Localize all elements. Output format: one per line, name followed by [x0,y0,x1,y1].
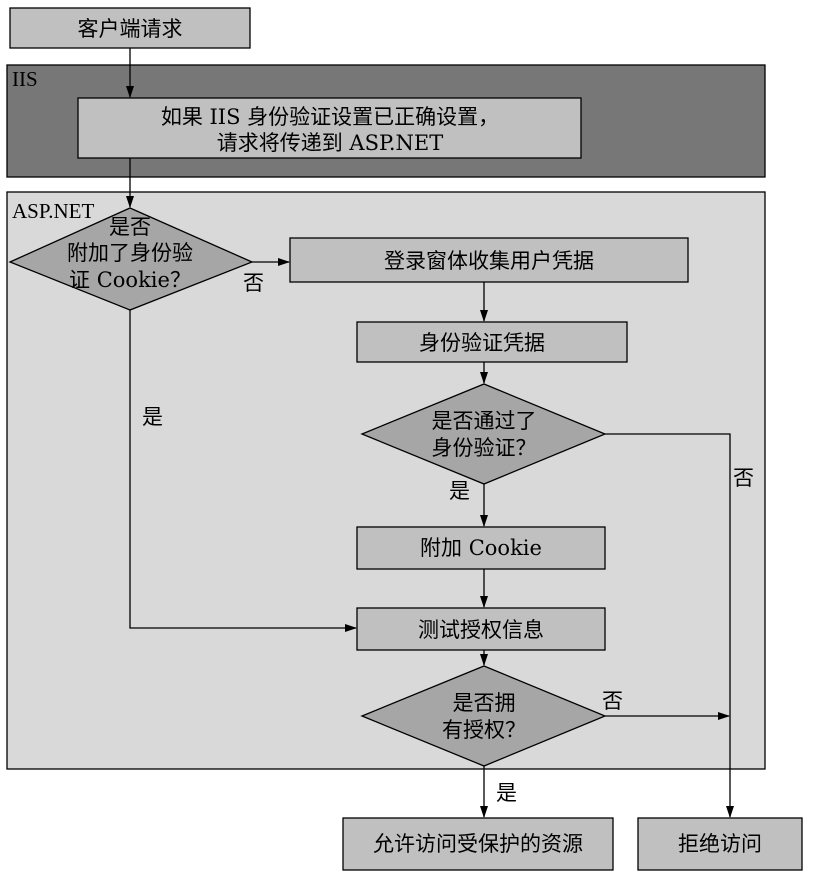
test-authorization-label: 测试授权信息 [418,618,544,642]
cookie-decision-label-2: 附加了身份验 [67,241,193,265]
deny-access-label: 拒绝访问 [678,832,762,856]
authorization-decision-label-2: 有授权？ [442,718,526,742]
auth-decision-label-1: 是否通过了 [432,409,537,433]
edge-label-authorization-yes: 是 [496,781,517,805]
cookie-decision-label-3: 证 Cookie？ [69,268,191,292]
aspnet-frame-label: ASP.NET [12,199,94,223]
iis-check-label-1: 如果 IIS 身份验证设置已正确设置， [161,105,499,129]
edge-label-cookie-yes: 是 [142,405,163,429]
authorization-decision-label-1: 是否拥 [453,691,516,715]
client-request-box [9,7,251,49]
login-form-label: 登录窗体收集用户凭据 [384,249,594,273]
edge-label-authorization-no: 否 [602,689,623,713]
auth-credentials-box [356,321,628,363]
attach-cookie-label: 附加 Cookie [420,536,542,560]
auth-credentials-label: 身份验证凭据 [419,331,545,355]
edge-label-auth-no: 否 [733,466,754,490]
test-authorization-box [356,607,606,651]
iis-check-box [77,97,582,159]
arrow-cookie-yes-to-test [129,310,357,632]
cookie-decision-label-1: 是否 [109,215,151,239]
attach-cookie-box [356,526,606,570]
allow-access-label: 允许访问受保护的资源 [373,832,583,856]
login-form-box [289,237,689,283]
deny-access-box [637,817,803,871]
arrow-auth-no-to-deny [605,433,734,818]
edge-label-cookie-no: 否 [243,271,264,295]
iis-frame-label: IIS [12,67,38,91]
edge-label-auth-yes: 是 [449,479,470,503]
auth-decision-label-2: 身份验证？ [432,436,537,460]
allow-access-box [342,817,614,871]
client-request-label: 客户端请求 [78,17,183,41]
iis-check-label-2: 请求将传递到 ASP.NET [217,131,444,155]
